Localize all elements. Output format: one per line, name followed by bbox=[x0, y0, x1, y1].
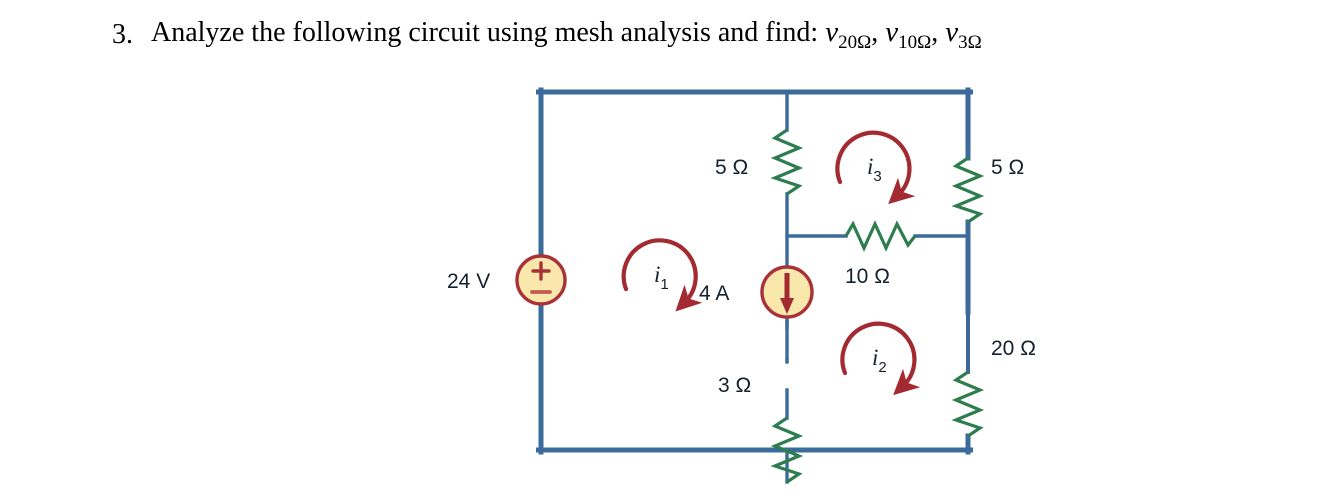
resistor-label-3ohm: 3 Ω bbox=[718, 374, 751, 397]
resistor-symbol-3ohm bbox=[770, 416, 804, 484]
resistor-symbol-5ohm-right bbox=[951, 156, 985, 224]
mesh-current-i2-arc-icon bbox=[840, 321, 921, 396]
current-source-label: 4 A bbox=[699, 282, 729, 305]
resistor-label-20ohm: 20 Ω bbox=[991, 337, 1036, 360]
resistor-symbol-5ohm-middle bbox=[770, 128, 804, 196]
variable-separator-2: , bbox=[931, 17, 946, 49]
resistor-label-5ohm-right: 5 Ω bbox=[991, 156, 1024, 179]
resistor-label-10ohm: 10 Ω bbox=[845, 265, 890, 288]
mesh-current-i3: i3 bbox=[835, 130, 916, 205]
variable-separator-1: , bbox=[871, 17, 886, 49]
mesh-current-i3-arc-icon bbox=[835, 130, 916, 205]
mesh-current-i1-label: i1 bbox=[654, 262, 669, 293]
variable-v-20ohm: v20Ω bbox=[825, 16, 872, 53]
voltage-source-24v[interactable] bbox=[515, 254, 567, 306]
variable-v-10ohm: v10Ω bbox=[885, 16, 932, 53]
mesh-current-i1: i1 bbox=[621, 238, 703, 312]
current-source-arrow-head-icon bbox=[780, 298, 794, 314]
voltage-source-label: 24 V bbox=[447, 270, 490, 293]
mesh-current-i1-arc-icon bbox=[621, 238, 703, 312]
question-prompt: Analyze the following circuit using mesh… bbox=[151, 17, 819, 49]
question-number: 3. bbox=[112, 19, 133, 50]
resistor-label-5ohm-middle: 5 Ω bbox=[715, 156, 748, 179]
resistor-symbol-10ohm bbox=[844, 220, 917, 252]
circuit-diagram: 24 V 4 A 5 Ω 5 Ω 10 Ω 20 Ω 3 Ω i1 i3 i2 bbox=[0, 70, 1322, 498]
question-heading: 3. Analyze the following circuit using m… bbox=[0, 0, 1322, 70]
current-source-4a[interactable] bbox=[760, 265, 814, 319]
resistor-symbols bbox=[770, 128, 985, 484]
mesh-current-i2-label: i2 bbox=[872, 345, 887, 376]
resistor-symbol-20ohm bbox=[951, 370, 985, 438]
mesh-current-i3-label: i3 bbox=[867, 154, 882, 185]
variable-v-3ohm: v3Ω bbox=[945, 16, 982, 53]
question-text: Analyze the following circuit using mesh… bbox=[151, 18, 982, 52]
mesh-current-i2: i2 bbox=[840, 321, 921, 396]
